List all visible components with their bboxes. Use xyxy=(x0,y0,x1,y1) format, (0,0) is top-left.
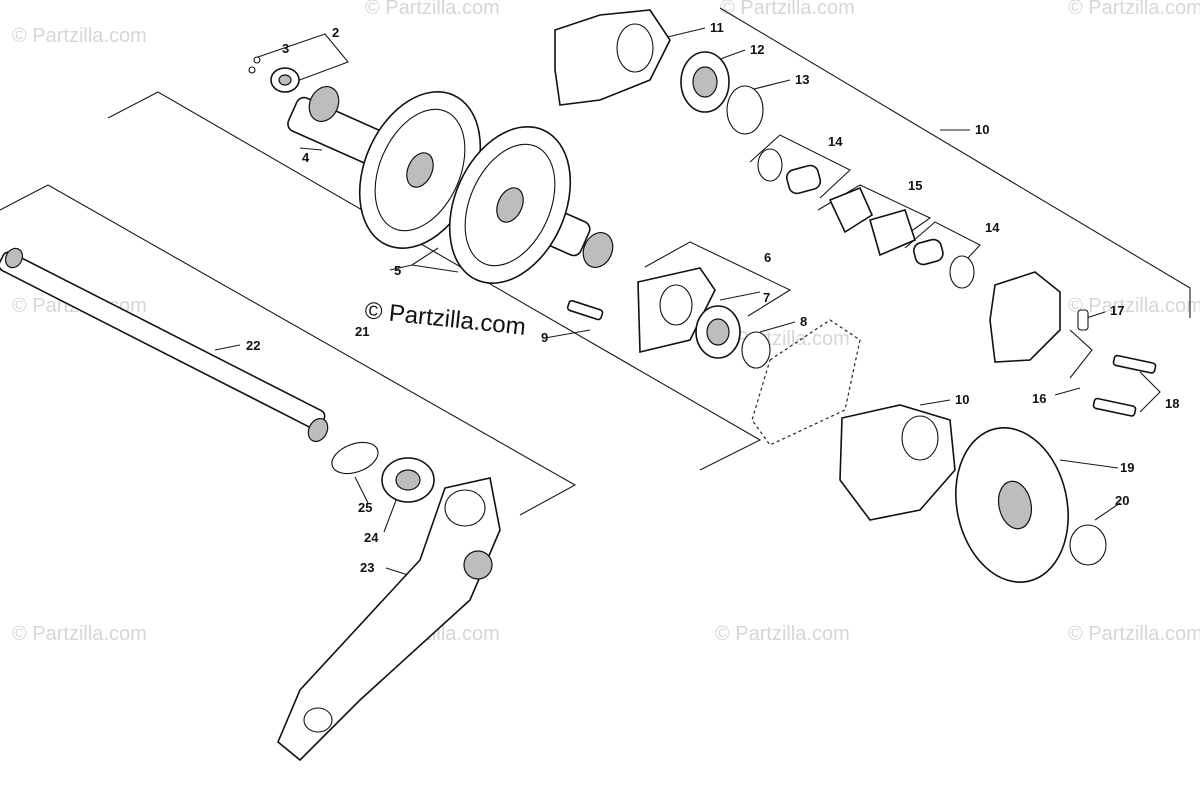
callout-numbers: 2 3 4 5 6 7 8 9 10 10 11 12 13 14 15 14 … xyxy=(246,20,1179,575)
callout-5: 5 xyxy=(394,263,401,278)
swing-arm-23 xyxy=(277,477,501,762)
watermark-top-left: © Partzilla.com xyxy=(12,25,147,47)
callout-17: 17 xyxy=(1110,303,1124,318)
ring-8 xyxy=(741,331,771,369)
callout-20: 20 xyxy=(1115,493,1129,508)
drive-shaft-assembly xyxy=(248,56,614,284)
pad-15b xyxy=(869,209,916,257)
pad-15a xyxy=(828,186,874,234)
bolt-9 xyxy=(566,299,604,321)
callout-14-top: 14 xyxy=(828,134,843,149)
ring-14-top xyxy=(757,148,783,182)
watermark-bottom-left: © Partzilla.com xyxy=(12,623,147,645)
callout-9: 9 xyxy=(541,330,548,345)
bleeder-17 xyxy=(1077,309,1089,331)
callout-23: 23 xyxy=(360,560,374,575)
bolt-18a xyxy=(1112,354,1157,374)
caliper-top-11 xyxy=(554,9,671,106)
sprocket-right xyxy=(448,126,572,284)
callout-10-top: 10 xyxy=(975,122,989,137)
watermark-top-center: © Partzilla.com xyxy=(365,0,500,19)
callout-4: 4 xyxy=(302,150,310,165)
caliper-half-10-top xyxy=(989,271,1061,363)
callout-8: 8 xyxy=(800,314,807,329)
gasket-dashed xyxy=(751,319,861,446)
callout-10-lower: 10 xyxy=(955,392,969,407)
caliper-lower-10 xyxy=(839,404,956,521)
watermark-mid-far-right: © Partzilla.com xyxy=(1068,295,1200,317)
watermark-bottom-right: © Partzilla.com xyxy=(715,623,850,645)
callout-19: 19 xyxy=(1120,460,1134,475)
axle-shaft xyxy=(0,247,329,443)
brake-disc-19 xyxy=(955,427,1069,583)
pin-16 xyxy=(1069,329,1093,379)
plate-6-hole xyxy=(659,284,693,326)
seal-7 xyxy=(695,305,741,359)
callout-13: 13 xyxy=(795,72,809,87)
ring-13 xyxy=(726,85,764,135)
callout-11: 11 xyxy=(710,20,724,35)
callout-25: 25 xyxy=(358,500,372,515)
callout-22: 22 xyxy=(246,338,260,353)
seal-25 xyxy=(331,441,379,475)
watermark-top-right: © Partzilla.com xyxy=(720,0,855,19)
spacer-14-lower xyxy=(912,238,944,266)
bearing-24 xyxy=(381,457,435,503)
watermark-bottom-far-right: © Partzilla.com xyxy=(1068,623,1200,645)
watermark-top-far-right: © Partzilla.com xyxy=(1068,0,1200,19)
sprocket-left xyxy=(358,91,482,249)
spacer-14 xyxy=(785,164,822,195)
brand-stamp: © Partzilla.com xyxy=(363,297,527,341)
callout-18: 18 xyxy=(1165,396,1179,411)
callout-2: 2 xyxy=(332,25,339,40)
bolt-18b xyxy=(1092,397,1137,417)
callout-15: 15 xyxy=(908,178,922,193)
callout-7: 7 xyxy=(763,290,770,305)
callout-21: 21 xyxy=(355,324,369,339)
callout-3: 3 xyxy=(282,41,289,56)
callout-6: 6 xyxy=(764,250,771,265)
bearing-12 xyxy=(680,51,730,113)
callout-12: 12 xyxy=(750,42,764,57)
callout-14-lower: 14 xyxy=(985,220,1000,235)
ring-14-lower xyxy=(949,255,975,289)
clip-20 xyxy=(1069,524,1107,566)
callout-16: 16 xyxy=(1032,391,1046,406)
callout-24: 24 xyxy=(364,530,379,545)
